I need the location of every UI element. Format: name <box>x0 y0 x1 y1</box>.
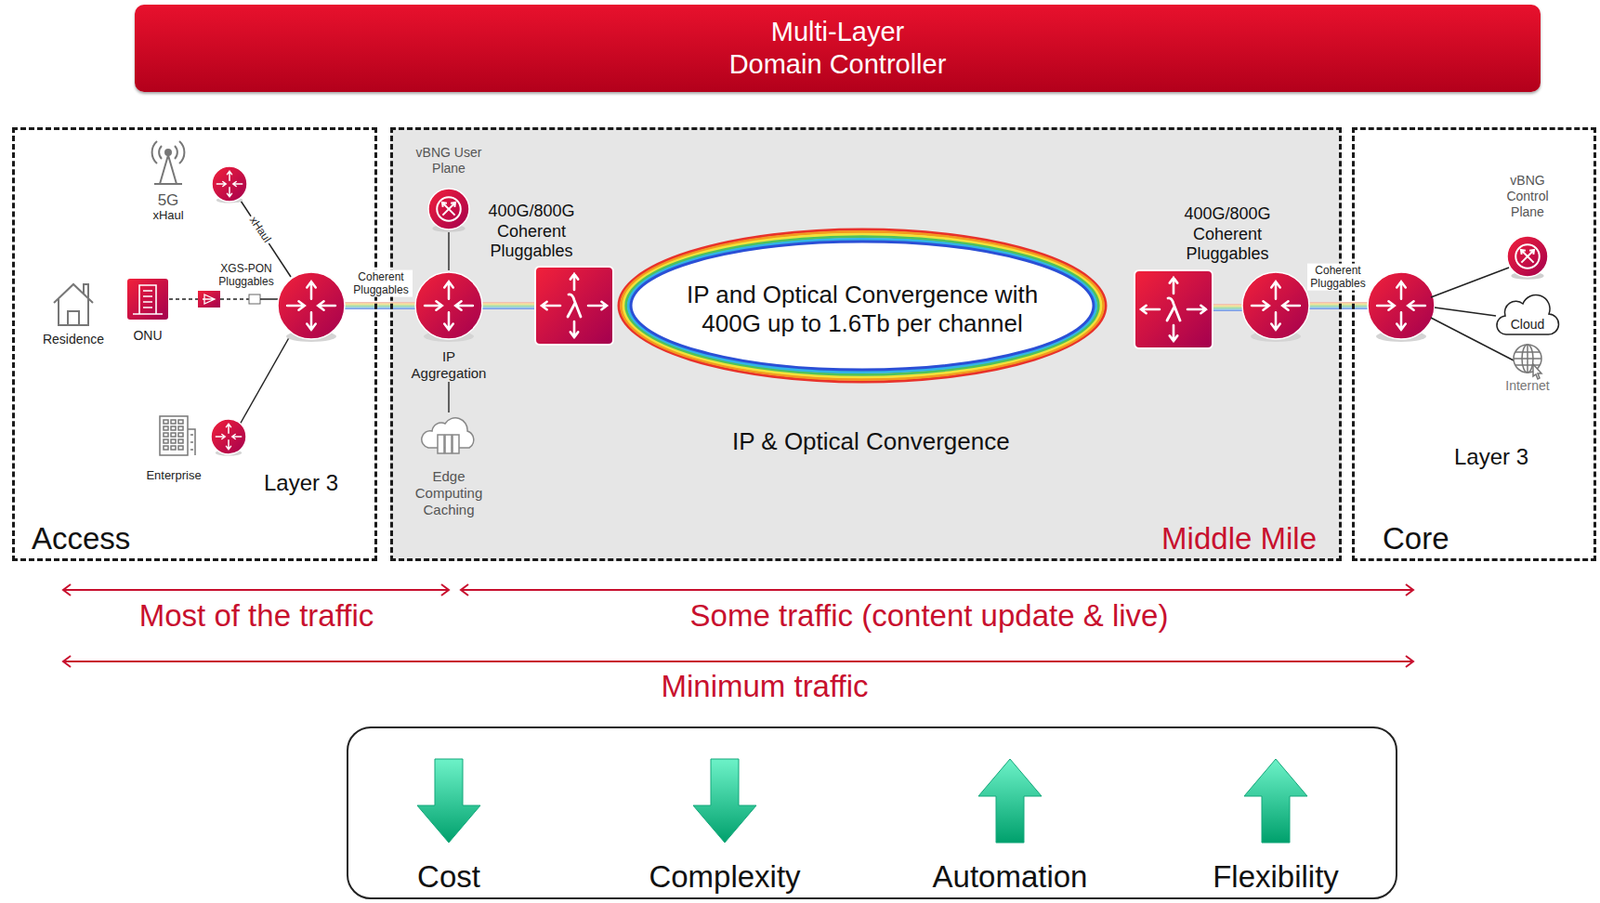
pluggable-label: 400G/800G Coherent Pluggables <box>1175 204 1280 265</box>
edge-computing-icon <box>421 418 474 454</box>
residence-icon <box>53 284 93 326</box>
coherent-link <box>344 301 416 310</box>
text-stack: Residence <box>39 331 108 348</box>
region-title: Access <box>31 520 131 558</box>
region-title: Core <box>1382 520 1450 558</box>
vbng-icon <box>1507 236 1548 280</box>
text-stack: IP Aggregation <box>406 348 492 382</box>
traffic-label: Minimum traffic <box>660 668 868 706</box>
router-icon <box>1367 272 1435 342</box>
text-stack: IP and Optical Convergence with 400G up … <box>616 227 1108 392</box>
pon-fiber <box>260 298 279 301</box>
text-stack: Internet <box>1497 378 1558 394</box>
pluggable-label: Coherent Pluggables <box>1307 263 1369 291</box>
enterprise-icon <box>159 416 196 456</box>
antenna-icon <box>152 141 185 184</box>
internet-globe-icon <box>1513 344 1542 380</box>
core-link <box>1430 267 1509 298</box>
enterprise-line <box>239 334 291 425</box>
benefit-label: Complexity <box>648 858 800 896</box>
core-region: Layer 3 Core vBNG Control PlaneCloudIntern… <box>1351 127 1597 562</box>
function-label: Edge Computing Caching <box>409 468 488 519</box>
pon-fiber <box>220 298 250 301</box>
site-label: Enterprise <box>145 468 201 484</box>
text-stack: Cloud <box>1495 302 1561 346</box>
router-icon <box>277 272 345 342</box>
internet-label: Internet <box>1505 378 1549 394</box>
benefit-label: Flexibility <box>1212 858 1339 896</box>
edge-computing: Edge Computing Caching <box>406 412 491 519</box>
traffic-span-arrow <box>63 584 449 596</box>
onu-device: ONU <box>120 276 175 344</box>
connector-line <box>447 232 450 271</box>
trend-arrow <box>693 759 757 843</box>
coherent-link <box>1213 303 1243 312</box>
pon-pluggable-icon <box>197 290 221 308</box>
traffic-span-arrow <box>460 584 1414 596</box>
router-label: IP Aggregation <box>406 348 492 382</box>
router-icon <box>1242 272 1310 342</box>
middle-mile-ground <box>390 127 1342 562</box>
traffic-label: Most of the traffic <box>139 597 375 635</box>
traffic-span-arrow <box>63 655 1414 668</box>
layer-label: Layer 3 <box>1454 444 1529 472</box>
trend-arrow <box>978 759 1042 843</box>
function-label: vBNG User Plane <box>411 144 486 177</box>
benefit-label: Cost <box>417 858 481 896</box>
pluggable-label: XGS-PON Pluggables <box>216 262 276 289</box>
trend-arrow <box>1244 759 1308 843</box>
controller-band: Multi-Layer Domain Controller <box>134 4 1541 92</box>
vbng-icon <box>428 188 470 233</box>
text-stack: Edge Computing Caching <box>406 468 491 519</box>
site-label: 5G <box>157 192 180 210</box>
5g-site: 5GxHaul <box>138 130 198 223</box>
coherent-link <box>1309 301 1368 310</box>
access-region: Layer 3Access5GxHaulResidenceONUEnterpri… <box>12 127 378 562</box>
region-title: Middle Mile <box>1161 520 1317 558</box>
optical-node-icon <box>1134 270 1213 349</box>
optical-node-icon <box>535 266 614 345</box>
traffic-label: Some traffic (content update & live) <box>690 597 1169 635</box>
ip-aggregation-router: IP Aggregation <box>406 270 492 382</box>
text-stack: vBNG Control Plane <box>1490 172 1565 220</box>
function-label: vBNG Control Plane <box>1498 172 1557 220</box>
convergence-ellipse-node: IP and Optical Convergence with 400G up … <box>616 227 1108 392</box>
band-title: Multi-Layer Domain Controller <box>725 15 951 81</box>
text-stack: Multi-Layer Domain Controller <box>134 4 1541 92</box>
vbng-user-plane: vBNG User Plane <box>405 144 493 233</box>
pluggable-label: Coherent Pluggables <box>349 270 413 298</box>
cloud-node: Cloud <box>1495 291 1561 346</box>
site-label: xHaul <box>152 208 184 223</box>
connector-line <box>447 381 450 413</box>
device-label: ONU <box>132 327 162 344</box>
text-stack: Enterprise <box>137 468 210 484</box>
site-label: Residence <box>42 331 105 348</box>
text-stack: vBNG User Plane <box>405 144 493 177</box>
middle-mile-region: IP & Optical ConvergenceMiddle Mile vBNG … <box>390 127 1342 562</box>
router-icon <box>210 419 247 457</box>
link-label: xHaul <box>245 212 275 248</box>
benefits-box: Cost Complexity Automation Flexibility <box>346 726 1398 900</box>
internet-node: Internet <box>1497 341 1558 394</box>
layer-label: Layer 3 <box>263 470 339 498</box>
core-link <box>1434 307 1496 316</box>
coherent-link <box>482 301 535 310</box>
enterprise-site: Enterprise <box>137 414 210 484</box>
text-stack: 5GxHaul <box>138 192 198 223</box>
benefit-label: Automation <box>932 858 1089 896</box>
trend-arrow <box>417 759 481 843</box>
router-icon <box>415 272 483 342</box>
text-stack: ONU <box>120 327 175 344</box>
region-subtitle: IP & Optical Convergence <box>732 427 1010 457</box>
residence-site: Residence <box>39 276 108 348</box>
onu-icon <box>127 278 169 320</box>
pluggable-port <box>249 294 261 304</box>
cloud-label: Cloud <box>1510 316 1546 333</box>
pon-fiber <box>169 298 198 301</box>
pluggable-label: 400G/800G Coherent Pluggables <box>479 201 584 263</box>
router-icon <box>211 166 248 204</box>
vbng-control-plane: vBNG Control Plane <box>1490 172 1565 282</box>
ellipse-text: IP and Optical Convergence with 400G up … <box>662 280 1063 339</box>
